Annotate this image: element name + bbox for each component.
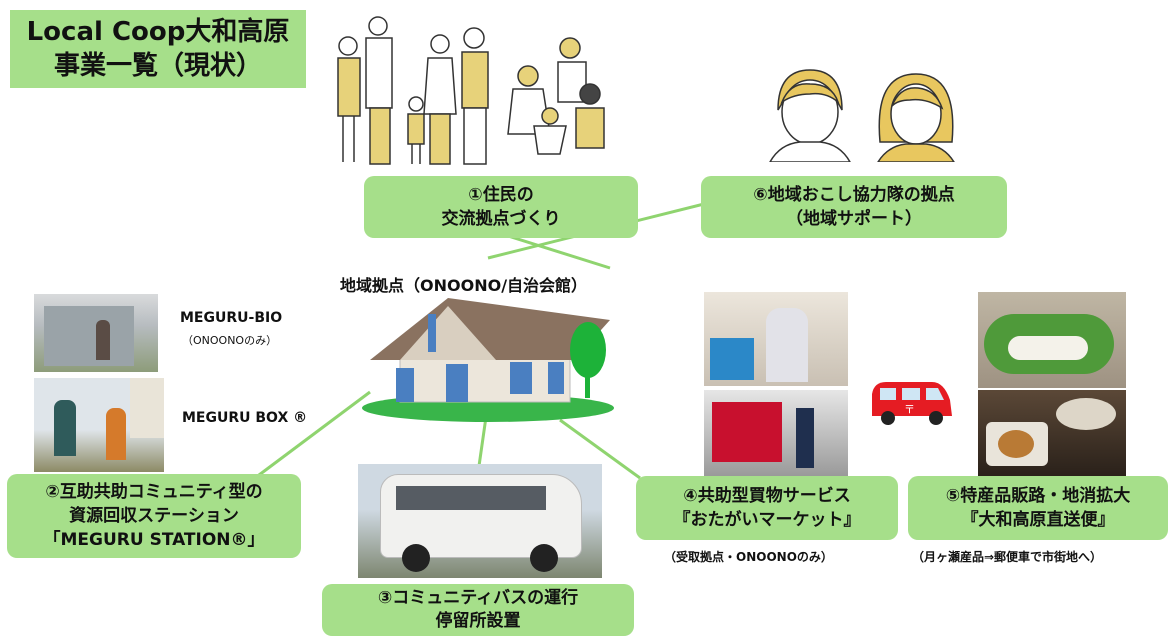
svg-text:〒: 〒 bbox=[904, 403, 915, 416]
woman-illustration bbox=[877, 73, 955, 162]
title-line1: Local Coop大和高原 bbox=[26, 17, 290, 47]
item-shopping-service-line1: ④共助型買物サービス bbox=[683, 486, 851, 506]
item-shopping-service-note: （受取拠点・ONOONOのみ） bbox=[664, 550, 833, 564]
hub-label: 地域拠点（ONOONO/自治会館） bbox=[340, 276, 588, 295]
delivery-photo bbox=[704, 390, 848, 476]
item-resident-hub: ①住民の 交流拠点づくり bbox=[364, 176, 638, 238]
page-title: Local Coop大和高原 事業一覧（現状） bbox=[10, 10, 306, 88]
connector-line bbox=[559, 418, 641, 480]
connector-line bbox=[504, 233, 611, 270]
vegetables-photo bbox=[978, 292, 1126, 388]
title-line2: 事業一覧（現状） bbox=[53, 51, 262, 81]
market-photo bbox=[704, 292, 848, 386]
item-community-bus-line2: 停留所設置 bbox=[435, 611, 521, 631]
item-recycle-station-line2: 資源回収ステーション bbox=[69, 506, 239, 526]
item-local-products-line2: 『大和高原直送便』 bbox=[961, 510, 1115, 530]
meguru-bio-label: MEGURU-BIO bbox=[180, 310, 283, 326]
item-resident-hub-line2: 交流拠点づくり bbox=[441, 209, 561, 229]
connector-line bbox=[254, 390, 371, 480]
family-illustration bbox=[337, 16, 605, 165]
item-recycle-station: ②互助共助コミュニティ型の 資源回収ステーション 「MEGURU STATION… bbox=[7, 474, 301, 558]
postal-van-icon: 〒 bbox=[872, 382, 952, 425]
meguru-bio-photo bbox=[34, 294, 158, 372]
dish-photo bbox=[978, 390, 1126, 476]
item-shopping-service-line2: 『おたがいマーケット』 bbox=[673, 510, 861, 530]
man-illustration bbox=[769, 69, 851, 162]
item-local-products-line1: ⑤特産品販路・地消拡大 bbox=[945, 486, 1131, 506]
item-local-products-note: （月ヶ瀬産品⇒郵便車で市街地へ） bbox=[912, 550, 1103, 564]
item-shopping-service: ④共助型買物サービス 『おたがいマーケット』 bbox=[636, 476, 898, 540]
community-bus-photo bbox=[358, 464, 602, 578]
house-illustration bbox=[362, 298, 614, 422]
item-cooperation-corps-line2: （地域サポート） bbox=[786, 209, 922, 229]
item-resident-hub-line1: ①住民の bbox=[468, 185, 534, 205]
tree bbox=[570, 322, 606, 378]
meguru-bio-note: （ONOONOのみ） bbox=[182, 334, 278, 347]
item-cooperation-corps: ⑥地域おこし協力隊の拠点 （地域サポート） bbox=[701, 176, 1007, 238]
meguru-box-label: MEGURU BOX ® bbox=[182, 410, 308, 426]
item-recycle-station-line3: 「MEGURU STATION®」 bbox=[43, 530, 265, 550]
item-community-bus: ③コミュニティバスの運行 停留所設置 bbox=[322, 584, 634, 636]
meguru-box-photo bbox=[34, 378, 164, 472]
item-community-bus-line1: ③コミュニティバスの運行 bbox=[377, 588, 579, 608]
item-local-products: ⑤特産品販路・地消拡大 『大和高原直送便』 bbox=[908, 476, 1168, 540]
item-recycle-station-line1: ②互助共助コミュニティ型の bbox=[45, 482, 263, 502]
item-cooperation-corps-line1: ⑥地域おこし協力隊の拠点 bbox=[753, 185, 955, 205]
